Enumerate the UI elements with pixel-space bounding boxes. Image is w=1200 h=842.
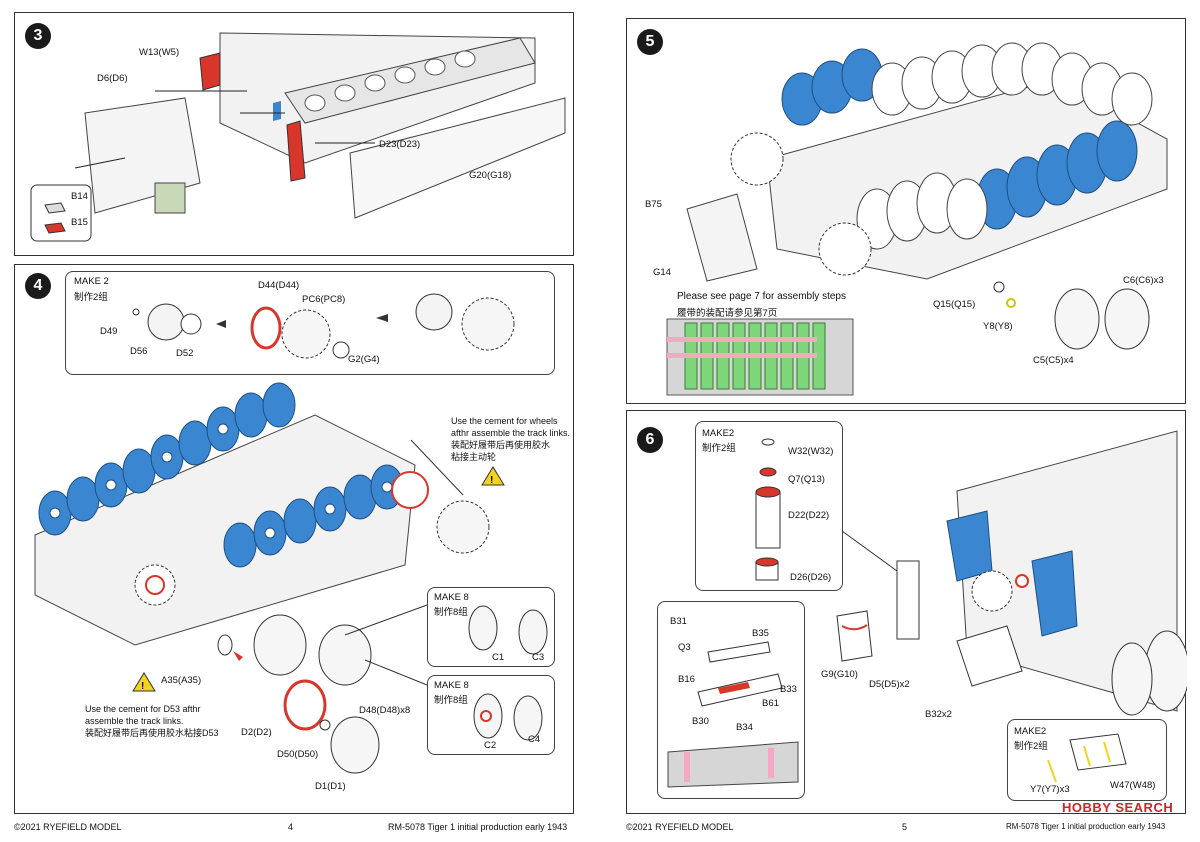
svg-text:!: ! [490,475,493,486]
see-page-note-cn: 履带的装配请参见第7页 [677,308,778,319]
step-5-drawing [666,42,1168,396]
footer-left-page: 4 [288,822,294,832]
make2-box-bracket: MAKE2 制作2组 Y7(Y7)x3 W47(W48) [1007,719,1167,801]
footer-left-copyright: ©2021 RYEFIELD MODEL [14,822,122,832]
label-q15: Q15(Q15) [933,299,976,310]
label-g9: G9(G10) [821,669,858,680]
step-number: 3 [25,23,51,49]
label-pc6: PC6(PC8) [302,294,346,305]
make2-box-shock: MAKE2 制作2组 W32(W32) Q7(Q13) D22(D22) D26… [695,421,843,591]
label-d52: D52 [176,348,194,359]
footer-right-title: RM-5078 Tiger 1 initial production early… [1006,822,1166,831]
see-page-note: Please see page 7 for assembly steps [677,291,846,302]
step-6-drawing [836,430,1187,716]
label-d56: D56 [130,346,148,357]
label-b75: B75 [645,199,662,210]
label-w13: W13(W5) [139,47,180,58]
step-6-panel: 6 MAKE2 制作2组 W32(W32) Q7(Q13) D22(D22) D… [626,410,1187,814]
make2-box: MAKE 2 制作2组 D49 D56 D52 D44(D44) PC6(PC8… [65,271,555,375]
label-g2: G2(G4) [348,354,380,365]
detail-box-linkage: B31 Q3 B35 B16 B33 B61 B30 B34 [657,601,805,799]
step-5-panel: 5 B75 G14 Q15(Q15) [626,18,1186,404]
label-d2: D2(D2) [241,727,272,738]
footer-left-title: RM-5078 Tiger 1 initial production early… [388,822,568,832]
make2-title: MAKE 2 [74,276,109,287]
make8-box-a: MAKE 8 制作8组 C1 C3 [427,587,555,667]
step-4-panel: 4 MAKE 2 制作2组 D49 D56 D52 D44(D44) PC6(P… [14,264,574,814]
footer-right-copyright: ©2021 RYEFIELD MODEL [626,822,734,832]
label-c6: C6(C6)x3 [1123,275,1164,286]
label-b14: B14 [71,191,88,202]
watermark-logo: HOBBY SEARCH [1062,800,1174,815]
label-d5: D5(D5)x2 [869,679,910,690]
label-b15: B15 [71,217,88,228]
step-number: 5 [637,29,663,55]
label-d48: D48(D48)x8 [359,705,411,716]
label-b32: B32x2 [925,709,952,720]
step-number: 6 [637,427,663,453]
step-3-drawing [30,32,566,242]
step-3-panel: 3 W13(W5) D6(D6) D23(D23) G20(G18) B14 B… [14,12,574,256]
make2-title-cn: 制作2组 [74,292,108,303]
label-d1: D1(D1) [315,781,346,792]
step-4-drawing: ! ! [34,382,505,774]
label-d6: D6(D6) [97,73,128,84]
make8-box-b: MAKE 8 制作8组 C2 C4 [427,675,555,755]
step-number: 4 [25,273,51,299]
svg-text:!: ! [141,681,144,692]
label-c5: C5(C5)x4 [1033,355,1074,366]
label-g20: G20(G18) [469,170,512,181]
label-y8: Y8(Y8) [983,321,1013,332]
label-d23: D23(D23) [379,139,421,150]
footer-right-page: 5 [902,822,908,832]
label-d49: D49 [100,326,118,337]
label-d50: D50(D50) [277,749,319,760]
label-a35: A35(A35) [161,675,202,686]
label-d44: D44(D44) [258,280,300,291]
label-g14: G14 [653,267,671,278]
